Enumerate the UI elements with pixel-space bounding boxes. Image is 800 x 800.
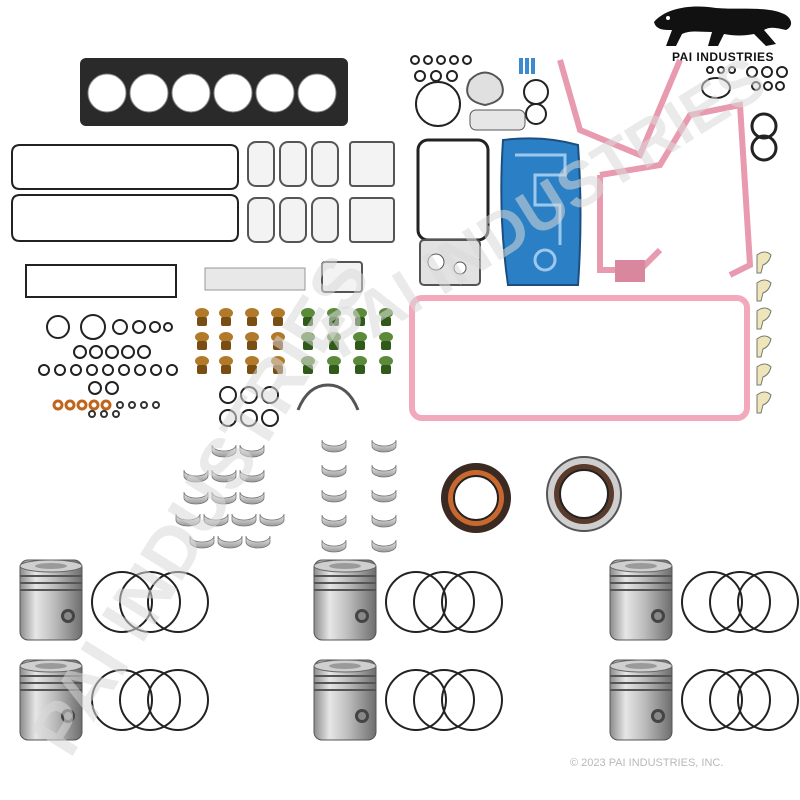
o-rings-top-middle bbox=[410, 55, 549, 127]
head-gasket bbox=[80, 58, 348, 126]
piston-cooling-nozzles bbox=[756, 251, 772, 414]
thermostat-gasket bbox=[469, 109, 526, 131]
intake-gasket bbox=[25, 264, 177, 298]
o-rings-right bbox=[701, 66, 788, 162]
valve-stem-seals bbox=[195, 308, 393, 374]
injector-seals bbox=[219, 386, 279, 427]
cooling-clip bbox=[296, 383, 360, 411]
crank-seal-rear bbox=[546, 456, 622, 532]
crank-seal-front bbox=[441, 463, 511, 533]
brand-name: PAI INDUSTRIES bbox=[671, 50, 775, 64]
oil-pan-gasket bbox=[409, 295, 750, 421]
logo-panther-icon bbox=[654, 6, 792, 47]
main-bearings bbox=[321, 439, 397, 553]
water-outlet-gasket bbox=[466, 71, 504, 107]
gasket-label-card bbox=[204, 267, 306, 291]
blue-plugs bbox=[519, 58, 535, 74]
valve-cover-gaskets bbox=[11, 144, 239, 242]
copyright-notice: © 2023 PAI INDUSTRIES, INC. bbox=[570, 757, 724, 769]
piston-sets bbox=[19, 559, 799, 741]
copper-washers bbox=[52, 399, 112, 411]
rod-bearings bbox=[175, 444, 285, 549]
turbo-gaskets bbox=[321, 141, 395, 293]
oil-cooler-gasket-outline bbox=[416, 138, 490, 286]
o-rings-left bbox=[38, 314, 178, 395]
oil-cooler-gasket-blue bbox=[500, 137, 582, 286]
front-seal-tab bbox=[615, 260, 645, 282]
rear-cover-gasket bbox=[557, 58, 754, 278]
exhaust-manifold-gaskets bbox=[247, 141, 339, 243]
